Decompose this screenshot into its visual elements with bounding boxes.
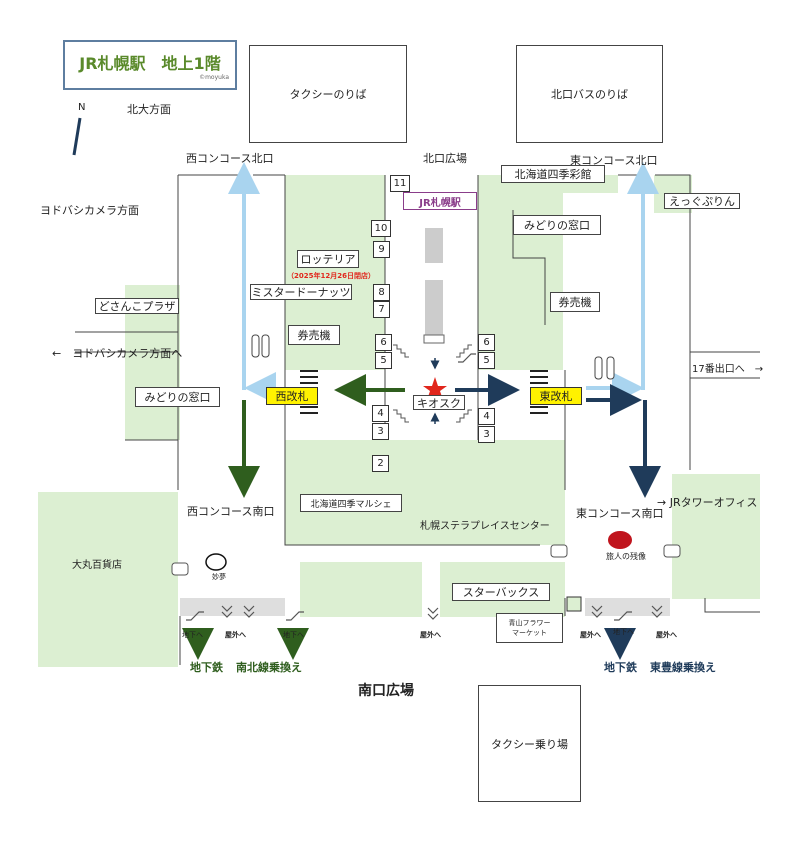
platform-2: 2	[372, 455, 389, 472]
stellar-place: 札幌ステラプレイスセンター	[420, 521, 550, 532]
area-gray-west	[180, 598, 285, 616]
daimaru-store: 大丸百貨店	[72, 560, 122, 571]
exit17: 17番出口へ →	[692, 364, 764, 375]
area-south-mid-1	[300, 562, 422, 617]
namboku-transfer: 南北線乗換え	[236, 661, 302, 674]
north-plaza: 北口広場	[423, 152, 467, 165]
platform-6-east: 6	[478, 334, 495, 351]
platform-5-east: 5	[478, 352, 495, 369]
taxi-south: タクシー乗り場	[478, 685, 581, 802]
outside-center: 屋外へ	[420, 631, 441, 639]
east-concourse-south: 東コンコース南口	[576, 507, 664, 520]
west-concourse-south: 西コンコース南口	[187, 505, 275, 518]
platform-10: 10	[371, 220, 391, 237]
ticket-east: 券売機	[550, 292, 600, 312]
south-plaza: 南口広場	[358, 683, 414, 699]
area-daimaru	[38, 492, 178, 667]
midori-east: みどりの窓口	[513, 215, 601, 235]
platform-3-east: 3	[478, 426, 495, 443]
ticket-west: 券売機	[288, 325, 340, 345]
taxi-north: タクシーのりば	[249, 45, 407, 143]
subway-west: 地下鉄	[190, 661, 223, 674]
area-center-south	[285, 440, 565, 545]
outside-east-1: 屋外へ	[580, 631, 601, 639]
platform-8: 8	[373, 284, 390, 301]
platform-6-west: 6	[375, 334, 392, 351]
midori-west: みどりの窓口	[135, 387, 220, 407]
yodobashi-direction: ヨドバシカメラ方面	[40, 204, 139, 217]
to-b1-east: 地下へ	[613, 628, 634, 636]
bus-north: 北口バスのりば	[516, 45, 663, 143]
toho-transfer: 東豊線乗換え	[650, 661, 716, 674]
starbucks-shop: スターバックス	[452, 583, 550, 601]
hokkaido-shiki-shop: 北海道四季彩館	[501, 165, 605, 183]
lotteria-note: （2025年12月26日閉店）	[287, 272, 375, 280]
dosanko-shop: どさんこプラザ	[95, 298, 179, 314]
north-letter: N	[78, 102, 86, 113]
aoyama-flower: 青山フラワー マーケット	[496, 613, 563, 643]
platform-4-west: 4	[372, 405, 389, 422]
area-east-south	[672, 474, 760, 599]
platform-5-west: 5	[375, 352, 392, 369]
outside-west: 屋外へ	[225, 631, 246, 639]
north-direction: 北大方面	[127, 103, 171, 116]
marche-shop: 北海道四季マルシェ	[300, 494, 402, 512]
statue-label: 旅人の残像	[606, 552, 646, 561]
to-b1-west-2: 地下へ	[283, 631, 304, 639]
map-title-box: JR札幌駅 地上1階 ©moyuka	[63, 40, 237, 90]
platform-9: 9	[373, 241, 390, 258]
platform-3-west: 3	[372, 423, 389, 440]
to-b1-west: 地下へ	[182, 631, 203, 639]
platform-4-east: 4	[478, 408, 495, 425]
lotteria-shop: ロッテリア	[297, 250, 359, 268]
yodobashi-to: ← ヨドバシカメラ方面へ	[52, 347, 183, 360]
kiosk-shop: キオスク	[413, 395, 465, 410]
misdo-shop: ミスタードーナッツ	[250, 284, 352, 300]
jr-tower-office: → JRタワーオフィス	[657, 496, 758, 509]
eggpurin-shop: えっぐぷりん	[664, 193, 740, 209]
east-concourse-north: 東コンコース北口	[570, 154, 658, 167]
outside-east-2: 屋外へ	[656, 631, 677, 639]
west-concourse-north: 西コンコース北口	[186, 152, 274, 165]
myomu-label: 妙夢	[212, 573, 226, 581]
credit: ©moyuka	[199, 73, 229, 81]
area-gray-east	[585, 598, 670, 616]
west-gate: 西改札	[266, 387, 318, 405]
jr-sapporo-label: JR札幌駅	[403, 192, 477, 210]
map-title: JR札幌駅 地上1階	[79, 53, 221, 73]
east-gate: 東改札	[530, 387, 582, 405]
platform-7: 7	[373, 301, 390, 318]
subway-east: 地下鉄	[604, 661, 637, 674]
platform-11: 11	[390, 175, 410, 192]
